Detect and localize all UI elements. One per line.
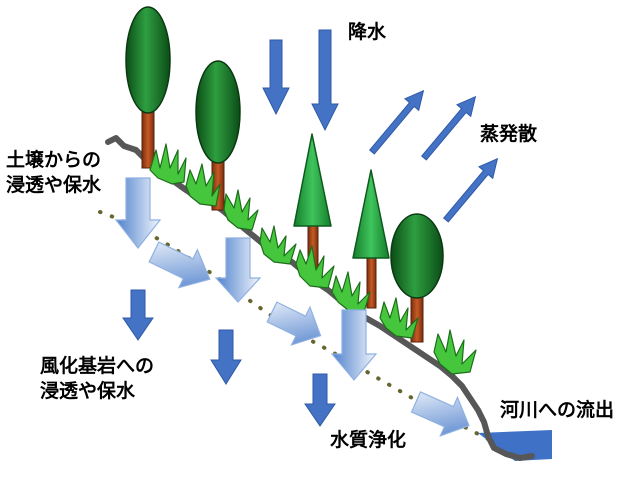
broadleaf-tree-1 xyxy=(125,6,171,169)
soil-infiltration-arrow-2 xyxy=(148,241,211,289)
bedrock-infiltration-arrow-1 xyxy=(122,289,154,341)
bedrock-infiltration-arrow-3 xyxy=(304,373,336,427)
soil-infiltration-arrow-6 xyxy=(410,391,470,437)
soil-infiltration-label: 土壌からの 浸透や保水 xyxy=(6,149,102,196)
soil-infiltration-arrow-5 xyxy=(330,309,378,381)
soil-infiltration-arrow-1 xyxy=(114,177,162,249)
evapotranspiration-label: 蒸発散 xyxy=(480,123,538,145)
precipitation-arrow-1 xyxy=(262,39,290,116)
grass-clump-1 xyxy=(149,143,187,185)
precipitation-label: 降水 xyxy=(348,21,387,43)
grass-clump-7 xyxy=(379,297,419,339)
bedrock-infiltration-label: 風化基岩への 浸透や保水 xyxy=(40,355,155,402)
bedrock-boundary-line xyxy=(98,210,492,442)
grass-clump-6 xyxy=(331,271,371,313)
grass-clump-4 xyxy=(259,225,297,265)
evapotranspiration-arrow-2 xyxy=(420,95,477,161)
bedrock-infiltration-arrow-2 xyxy=(210,329,242,385)
evapotranspiration-arrow-1 xyxy=(368,89,425,155)
grass-clump-3 xyxy=(223,189,259,231)
soil-infiltration-arrow-4 xyxy=(266,301,322,346)
evapotranspiration-arrow-3 xyxy=(442,157,499,223)
river-outflow-shape xyxy=(478,430,552,461)
water-purification-label: 水質浄化 xyxy=(330,429,407,451)
broadleaf-tree-2 xyxy=(195,60,241,211)
precipitation-arrow-2 xyxy=(311,29,339,132)
conifer-tree-2 xyxy=(352,169,390,309)
grass-clump-2 xyxy=(185,163,221,207)
river-outflow-label: 河川への流出 xyxy=(500,399,615,421)
grass-clump-8 xyxy=(433,329,477,375)
soil-infiltration-arrow-3 xyxy=(214,237,262,303)
grass-clump-5 xyxy=(295,245,335,289)
